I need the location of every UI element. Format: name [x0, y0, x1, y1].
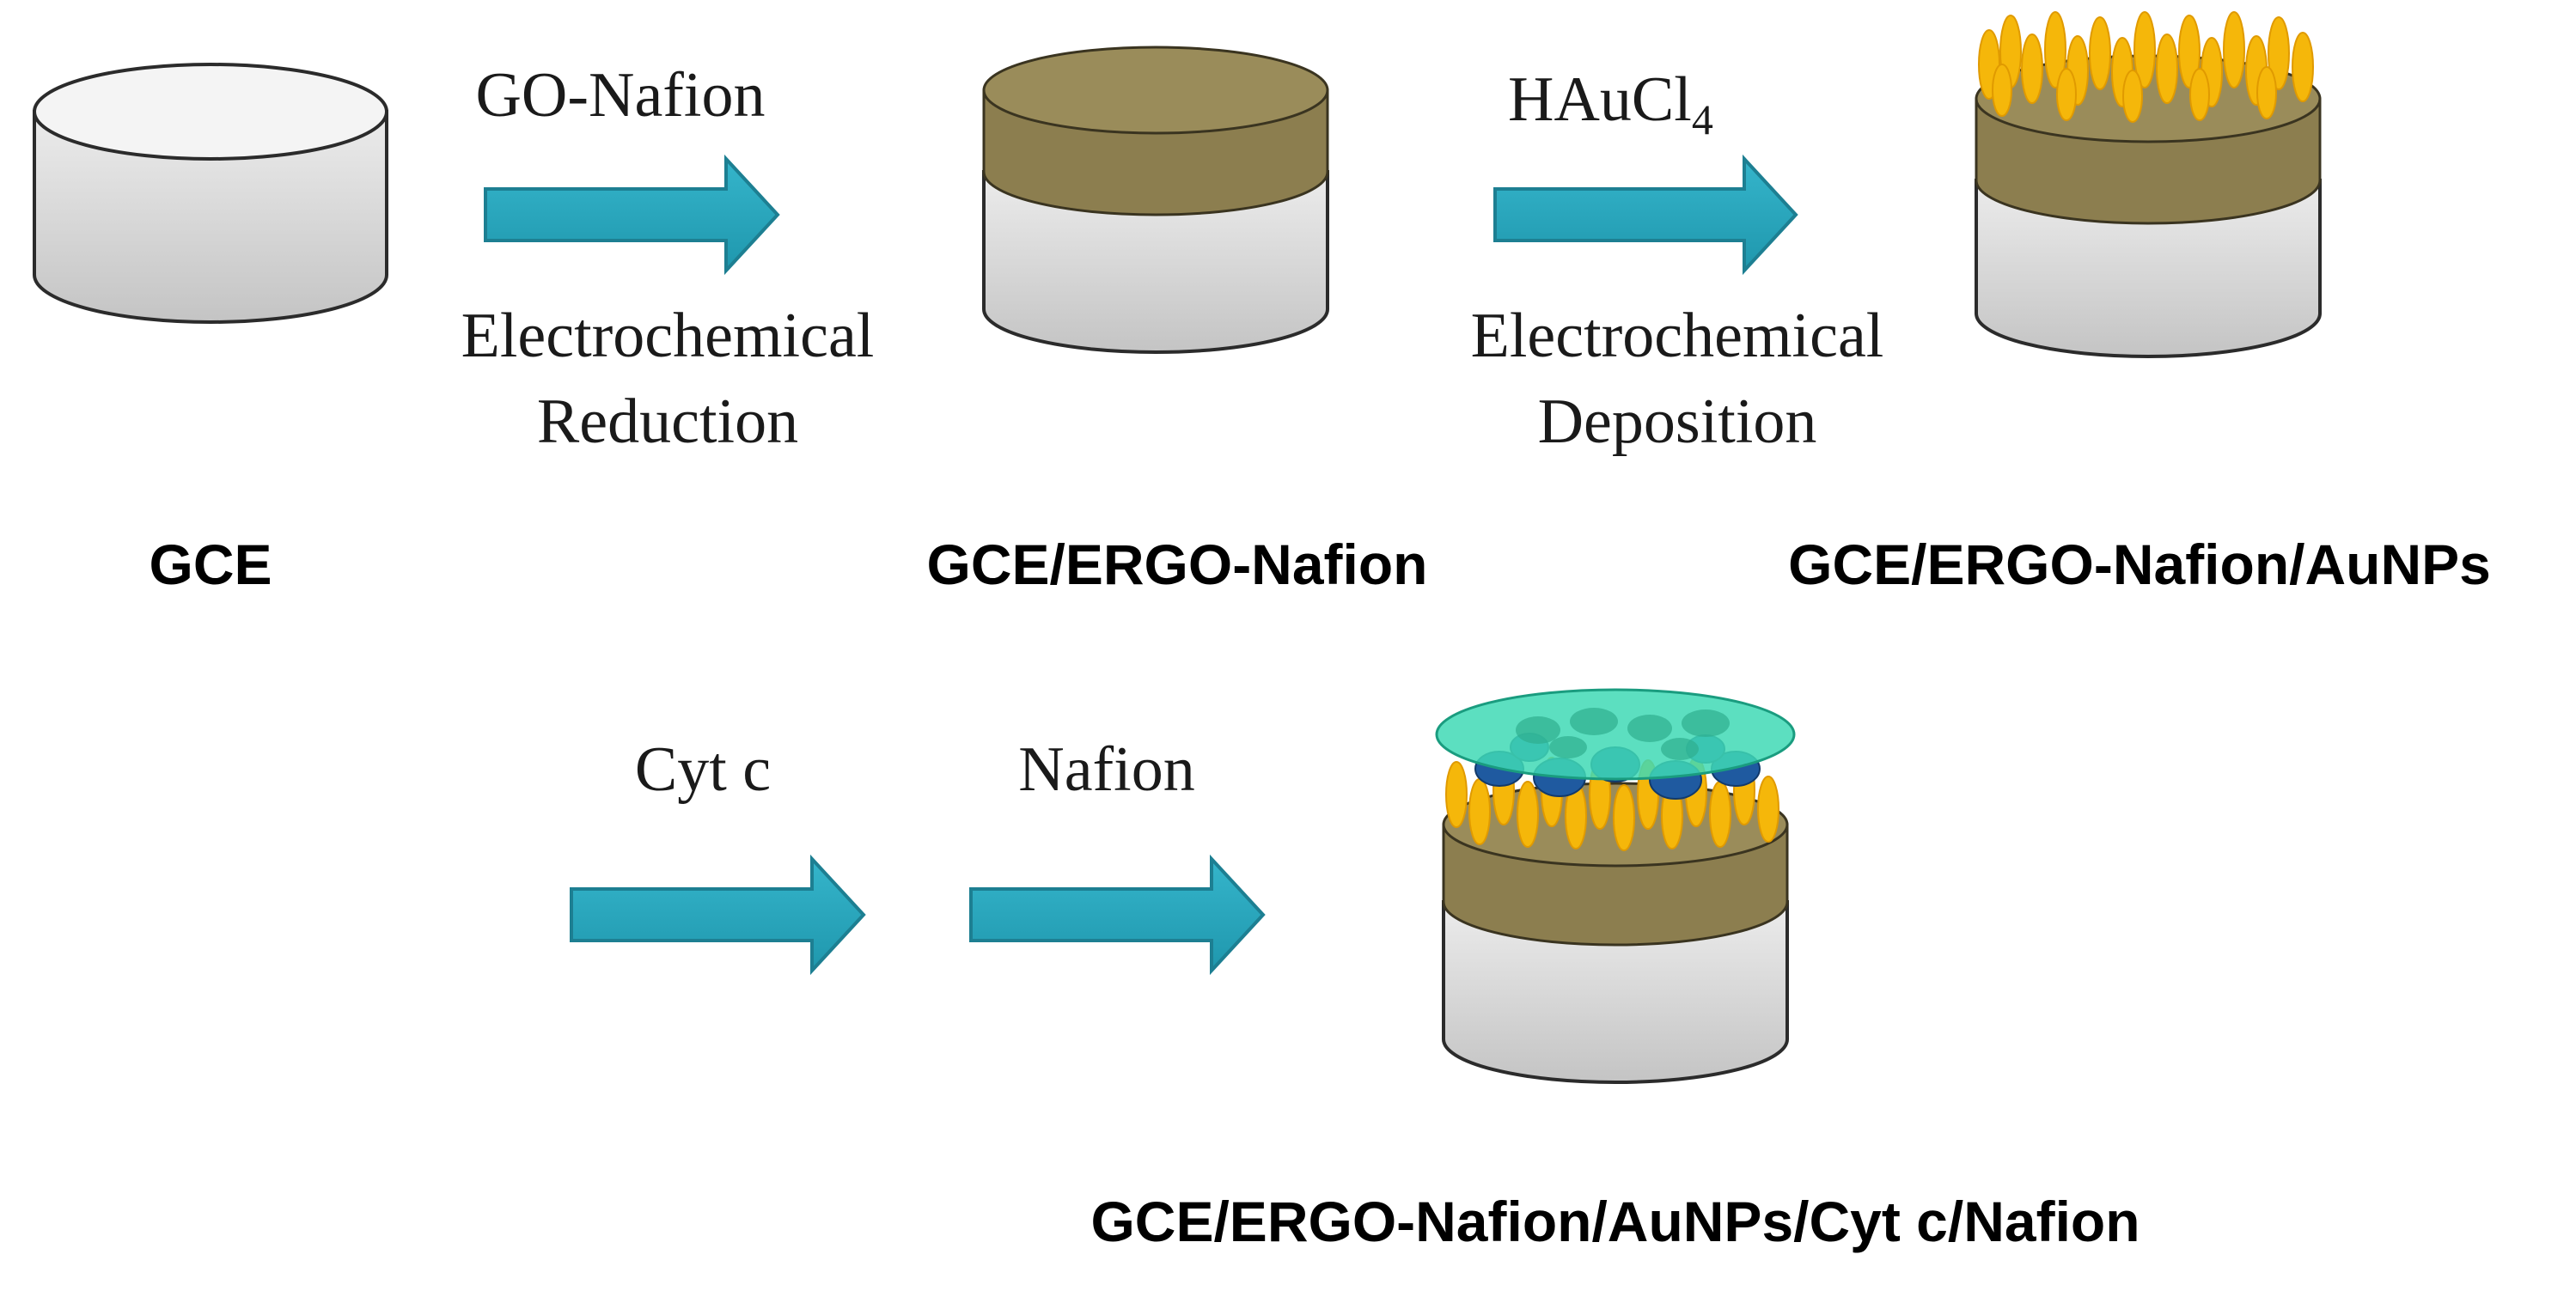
electrode-ergo-nafion-aunps [1975, 11, 2322, 358]
arrow-step1 [484, 154, 780, 276]
step2-reagent: HAuCl4 [1508, 64, 1713, 143]
step2-reagent-main: HAuCl [1508, 64, 1692, 135]
step2-reagent-subscript: 4 [1692, 95, 1713, 143]
arrow-step3 [570, 854, 866, 976]
electrode-ergo-nafion [982, 46, 1329, 354]
nafion-film [1435, 688, 1796, 781]
step1-process-line2: Reduction [537, 387, 798, 457]
label-final: GCE/ERGO-Nafion/AuNPs/Cyt c/Nafion [1090, 1190, 2140, 1253]
step1-reagent: GO-Nafion [475, 60, 765, 131]
step1-process-line1: Electrochemical [461, 301, 875, 371]
step2-process-line1: Electrochemical [1471, 301, 1884, 371]
label-ergo-nafion: GCE/ERGO-Nafion [926, 533, 1427, 596]
gold-nanoparticles [1978, 11, 2314, 123]
arrow-step4 [969, 854, 1266, 976]
label-gce: GCE [149, 533, 272, 596]
step2-process-line2: Deposition [1538, 387, 1817, 457]
step4-reagent: Nafion [1018, 734, 1195, 805]
arrow-step2 [1493, 154, 1798, 276]
electrode-gce [33, 63, 388, 324]
step3-reagent: Cyt c [635, 734, 771, 805]
electrode-final [1435, 688, 1796, 1084]
label-ergo-nafion-aunps: GCE/ERGO-Nafion/AuNPs [1788, 533, 2491, 596]
